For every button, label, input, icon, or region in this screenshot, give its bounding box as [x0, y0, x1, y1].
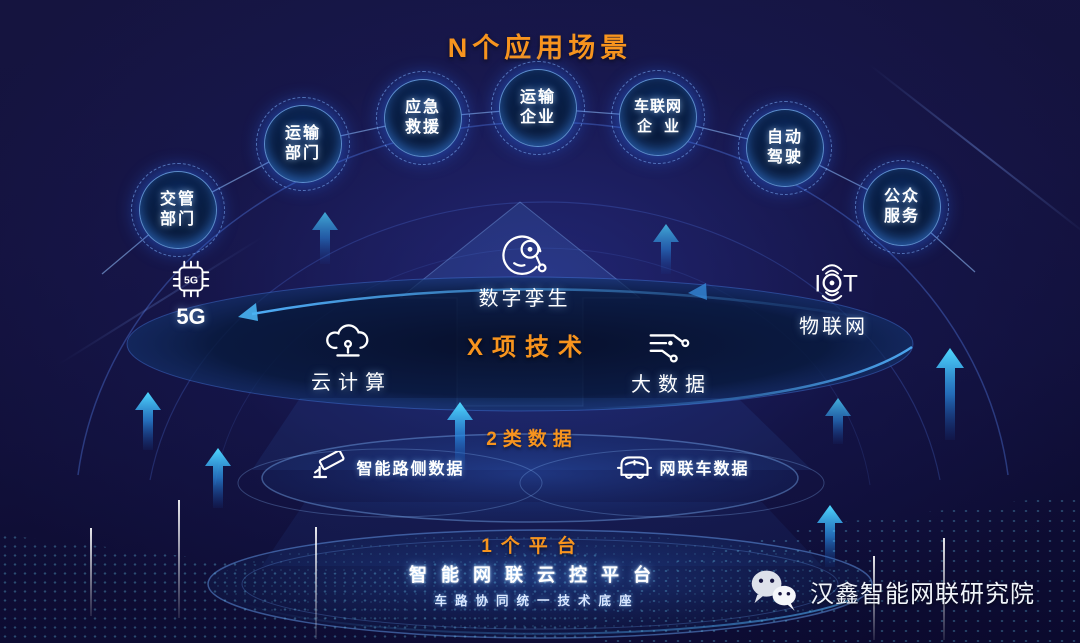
scenario-circle-autonomous-driving: 自动 驾驶	[738, 101, 832, 195]
tech-item-cloud: 云计算	[311, 320, 385, 395]
5g-chip-icon: 5G	[172, 260, 210, 298]
dashed-ring	[855, 160, 949, 254]
swirl-arrowhead-icon	[688, 283, 707, 300]
up-arrow	[817, 505, 843, 567]
scenario-circle-transport-enterprise: 运输 企业	[491, 61, 585, 155]
up-arrow	[936, 348, 964, 440]
scenario-label: 部门	[284, 145, 321, 162]
wechat-icon	[751, 570, 796, 611]
light-beam	[90, 528, 92, 616]
up-arrow	[135, 392, 161, 450]
footer-brand: 汉鑫智能网联研究院	[748, 567, 1035, 615]
up-arrow	[312, 212, 338, 264]
scenario-label: 部门	[159, 211, 196, 228]
iot-icon: I T	[814, 264, 858, 302]
up-arrow	[205, 448, 231, 508]
data-item-vehicle: 网联车数据	[614, 451, 749, 483]
light-beam	[943, 538, 945, 640]
tech-item-big-data: 大数据	[631, 326, 705, 397]
scenario-label: 驾驶	[766, 149, 803, 166]
cloud-computing-icon	[326, 324, 369, 357]
tech-label-digital-twin: 数字孪生	[478, 288, 571, 310]
tech-label-cloud: 云计算	[311, 372, 392, 394]
scenario-label: 车联网	[633, 98, 682, 115]
scenario-circle-traffic-dept: 交管 部门	[131, 163, 225, 257]
scenario-circle-transport-dept: 运输 部门	[256, 97, 350, 191]
tech-item-5g: 5G 5G	[168, 256, 214, 330]
tech-item-iot: I T 物联网	[799, 256, 865, 339]
scenario-label: 交管	[159, 191, 196, 208]
up-arrow	[447, 402, 473, 470]
platform-subtitle: 车路协同统一技术底座	[434, 594, 640, 608]
page-title: N个应用场景	[447, 33, 633, 63]
robot-head-icon	[501, 235, 547, 275]
svg-text:5G: 5G	[184, 274, 198, 286]
dashed-ring	[491, 61, 585, 155]
tech-label-5g: 5G	[176, 304, 206, 329]
data-label-roadside: 智能路侧数据	[356, 461, 465, 478]
platform-heading: 1个平台	[481, 536, 585, 557]
up-arrow	[825, 398, 851, 444]
up-arrow	[653, 224, 679, 274]
brand-name: 汉鑫智能网联研究院	[810, 580, 1035, 608]
scenario-label: 公众	[883, 188, 920, 205]
svg-text:I: I	[814, 270, 821, 297]
dashed-ring	[611, 70, 705, 164]
svg-text:T: T	[843, 270, 858, 297]
up-arrows	[135, 212, 964, 567]
big-data-icon	[649, 334, 690, 363]
dashed-ring	[131, 163, 225, 257]
scenario-label: 自动	[766, 129, 803, 146]
light-beam	[873, 556, 875, 640]
scenario-label: 运输	[519, 89, 556, 106]
tech-orbit-ellipse	[126, 276, 914, 412]
scenario-label: 服务	[883, 208, 920, 225]
dashed-ring	[256, 97, 350, 191]
platform-name: 智能网联云控平台	[409, 565, 665, 585]
cctv-camera-icon	[313, 451, 345, 479]
data-layer-heading: 2类数据	[486, 429, 578, 450]
swirl-arrowhead-icon	[238, 303, 258, 321]
platform-disc	[207, 529, 873, 639]
data-layer-disc	[237, 433, 825, 523]
scenario-label: 运输	[284, 125, 321, 142]
scenario-label: 救援	[404, 119, 441, 136]
light-beam	[178, 500, 180, 618]
tech-label-big-data: 大数据	[631, 374, 712, 396]
tech-layer-heading: X项技术	[466, 334, 592, 361]
scenario-circle-emergency-rescue: 应急 救援	[376, 71, 470, 165]
dashed-ring	[376, 71, 470, 165]
scenario-circle-iov-enterprise: 车联网 企业	[611, 70, 705, 164]
connected-car-icon	[616, 456, 653, 479]
scenario-label: 应急	[404, 99, 441, 116]
tech-item-digital-twin: 数字孪生	[479, 226, 568, 311]
dashed-ring	[738, 101, 832, 195]
scenario-label: 企业	[636, 118, 691, 135]
data-label-vehicle: 网联车数据	[659, 461, 750, 478]
data-item-roadside: 智能路侧数据	[311, 451, 464, 483]
scenario-circle-public-service: 公众 服务	[855, 160, 949, 254]
light-beam	[315, 527, 317, 639]
scenario-label: 企业	[519, 109, 556, 126]
tech-label-iot: 物联网	[799, 316, 868, 338]
